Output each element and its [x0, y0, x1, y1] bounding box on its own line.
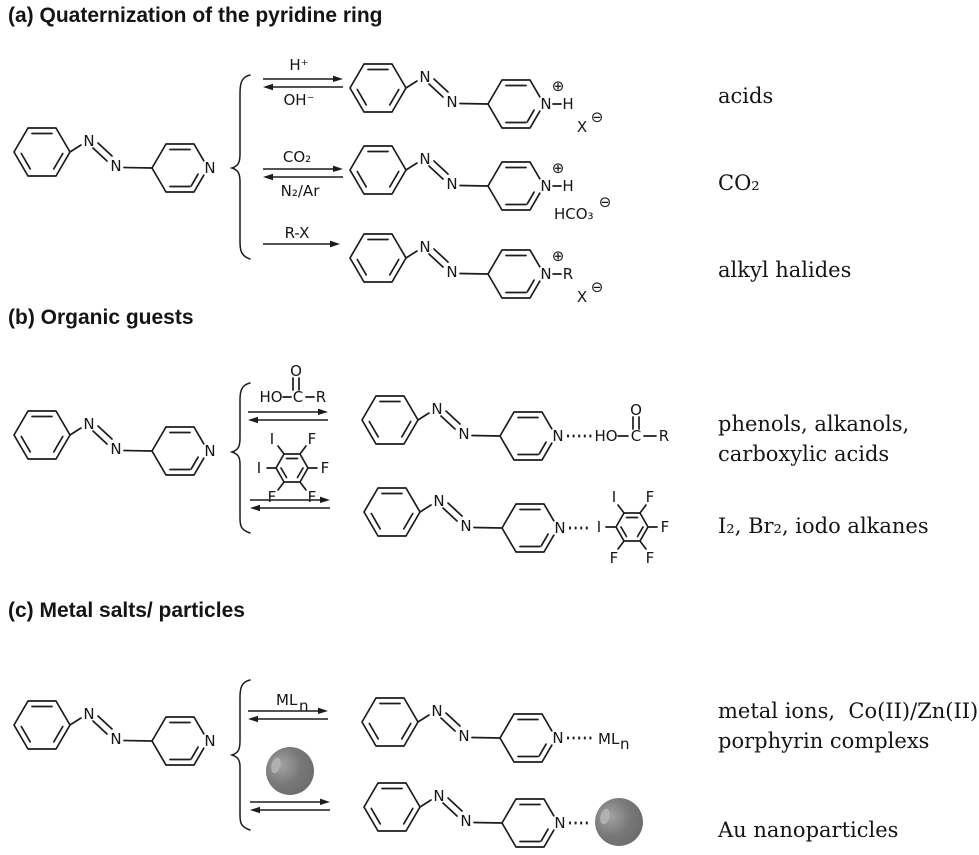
- bond: [299, 445, 307, 455]
- equilibrium-arrow-c1: [247, 706, 329, 723]
- atom-O: O: [290, 362, 302, 380]
- brace-b: [229, 382, 251, 534]
- bond: [639, 540, 647, 550]
- section-c-title: (c) Metal salts/ particles: [8, 599, 245, 622]
- atom-I: I: [257, 459, 261, 477]
- atom-I: I: [597, 518, 601, 536]
- atom-F: F: [321, 459, 330, 477]
- brace-c: [229, 679, 251, 831]
- label-au-nanoparticles: Au nanoparticles: [718, 818, 899, 842]
- tetrafluoroiodobenzene-ring: [615, 512, 649, 542]
- nanoparticle-sphere-reagent: [266, 747, 314, 795]
- reagent-oh-minus: OH⁻: [283, 91, 314, 109]
- bond: [277, 481, 285, 491]
- atom-HO: HO: [594, 427, 617, 445]
- label-phenols-line1: phenols, alkanols,: [718, 412, 910, 436]
- bond: [617, 540, 625, 550]
- atom-F: F: [646, 549, 655, 567]
- atom-O: O: [630, 401, 642, 419]
- atom-X: X: [577, 118, 587, 136]
- atom-H: H: [562, 95, 573, 113]
- atom-F: F: [268, 488, 277, 506]
- atom-R: R: [316, 388, 326, 406]
- atom-I: I: [270, 430, 274, 448]
- atom-ML: ML: [598, 730, 620, 748]
- reagent-ML: ML: [276, 691, 298, 709]
- equilibrium-arrow-b2: [249, 495, 331, 512]
- atom-R: R: [659, 427, 669, 445]
- azopyridine-product-c1: [362, 698, 564, 762]
- atom-F: F: [308, 488, 317, 506]
- atom-H: H: [562, 177, 573, 195]
- section-a-title: (a) Quaternization of the pyridine ring: [8, 4, 383, 27]
- atom-I: I: [612, 488, 616, 506]
- reagent-ML-n-subscript: n: [299, 697, 309, 715]
- equilibrium-arrow-b1: [247, 407, 329, 424]
- hco3-counterion: HCO₃: [554, 205, 594, 223]
- azopyridinium-product-a3: [350, 234, 552, 298]
- minus-charge-icon: ⊖: [599, 193, 612, 211]
- nanoparticle-sphere-product: [595, 798, 643, 846]
- atom-C: C: [293, 388, 303, 406]
- azopyridine-product-b2: [364, 488, 566, 552]
- atom-F: F: [610, 549, 619, 567]
- atom-F: F: [308, 430, 317, 448]
- label-metal-ions-line2: porphyrin complexs: [718, 729, 930, 753]
- azopyridinium-product-a2: [350, 146, 552, 210]
- label-phenols-line2: carboxylic acids: [718, 442, 890, 466]
- arrow-a3-head: [330, 240, 340, 248]
- atom-ML-n-subscript: n: [620, 735, 630, 753]
- label-iodine-bromine: I₂, Br₂, iodo alkanes: [718, 514, 929, 538]
- label-metal-ions-line1: metal ions, Co(II)/Zn(II): [718, 699, 979, 723]
- azopyridine-start-c: [14, 701, 216, 765]
- azopyridine-product-c2: [364, 783, 566, 847]
- brace-a: [229, 74, 251, 260]
- plus-charge-icon: ⊕: [552, 247, 565, 265]
- azopyridine-product-b1: [362, 396, 564, 460]
- atom-F: F: [646, 488, 655, 506]
- minus-charge-icon: ⊖: [591, 108, 604, 126]
- azopyridine-start-a: [14, 128, 216, 192]
- plus-charge-icon: ⊕: [552, 77, 565, 95]
- minus-charge-icon: ⊖: [591, 278, 604, 296]
- reagent-h-plus: H⁺: [289, 56, 308, 74]
- atom-F: F: [661, 518, 670, 536]
- reagent-co2: CO₂: [283, 148, 311, 166]
- bond: [277, 445, 285, 455]
- azopyridine-start-b: [14, 411, 216, 475]
- label-acids: acids: [718, 84, 774, 108]
- atom-C: C: [631, 427, 641, 445]
- reagent-n2-ar: N₂/Ar: [281, 182, 321, 200]
- atom-R: R: [563, 265, 573, 283]
- reagent-r-x: R-X: [285, 224, 310, 242]
- equilibrium-arrow-a2: [262, 164, 344, 181]
- equilibrium-arrow-c2: [249, 797, 331, 814]
- bond: [299, 481, 307, 491]
- equilibrium-arrow-a1: [262, 74, 344, 91]
- bond: [639, 504, 647, 514]
- label-alkyl-halides: alkyl halides: [718, 258, 852, 282]
- label-co2: CO₂: [718, 171, 760, 195]
- tetrafluorodiiodobenzene-ring: [275, 453, 309, 483]
- bond: [617, 504, 625, 514]
- plus-charge-icon: ⊕: [552, 159, 565, 177]
- section-b-title: (b) Organic guests: [8, 306, 194, 329]
- atom-X: X: [577, 288, 587, 306]
- atom-HO: HO: [259, 388, 282, 406]
- azopyridinium-product-a1: [350, 64, 552, 128]
